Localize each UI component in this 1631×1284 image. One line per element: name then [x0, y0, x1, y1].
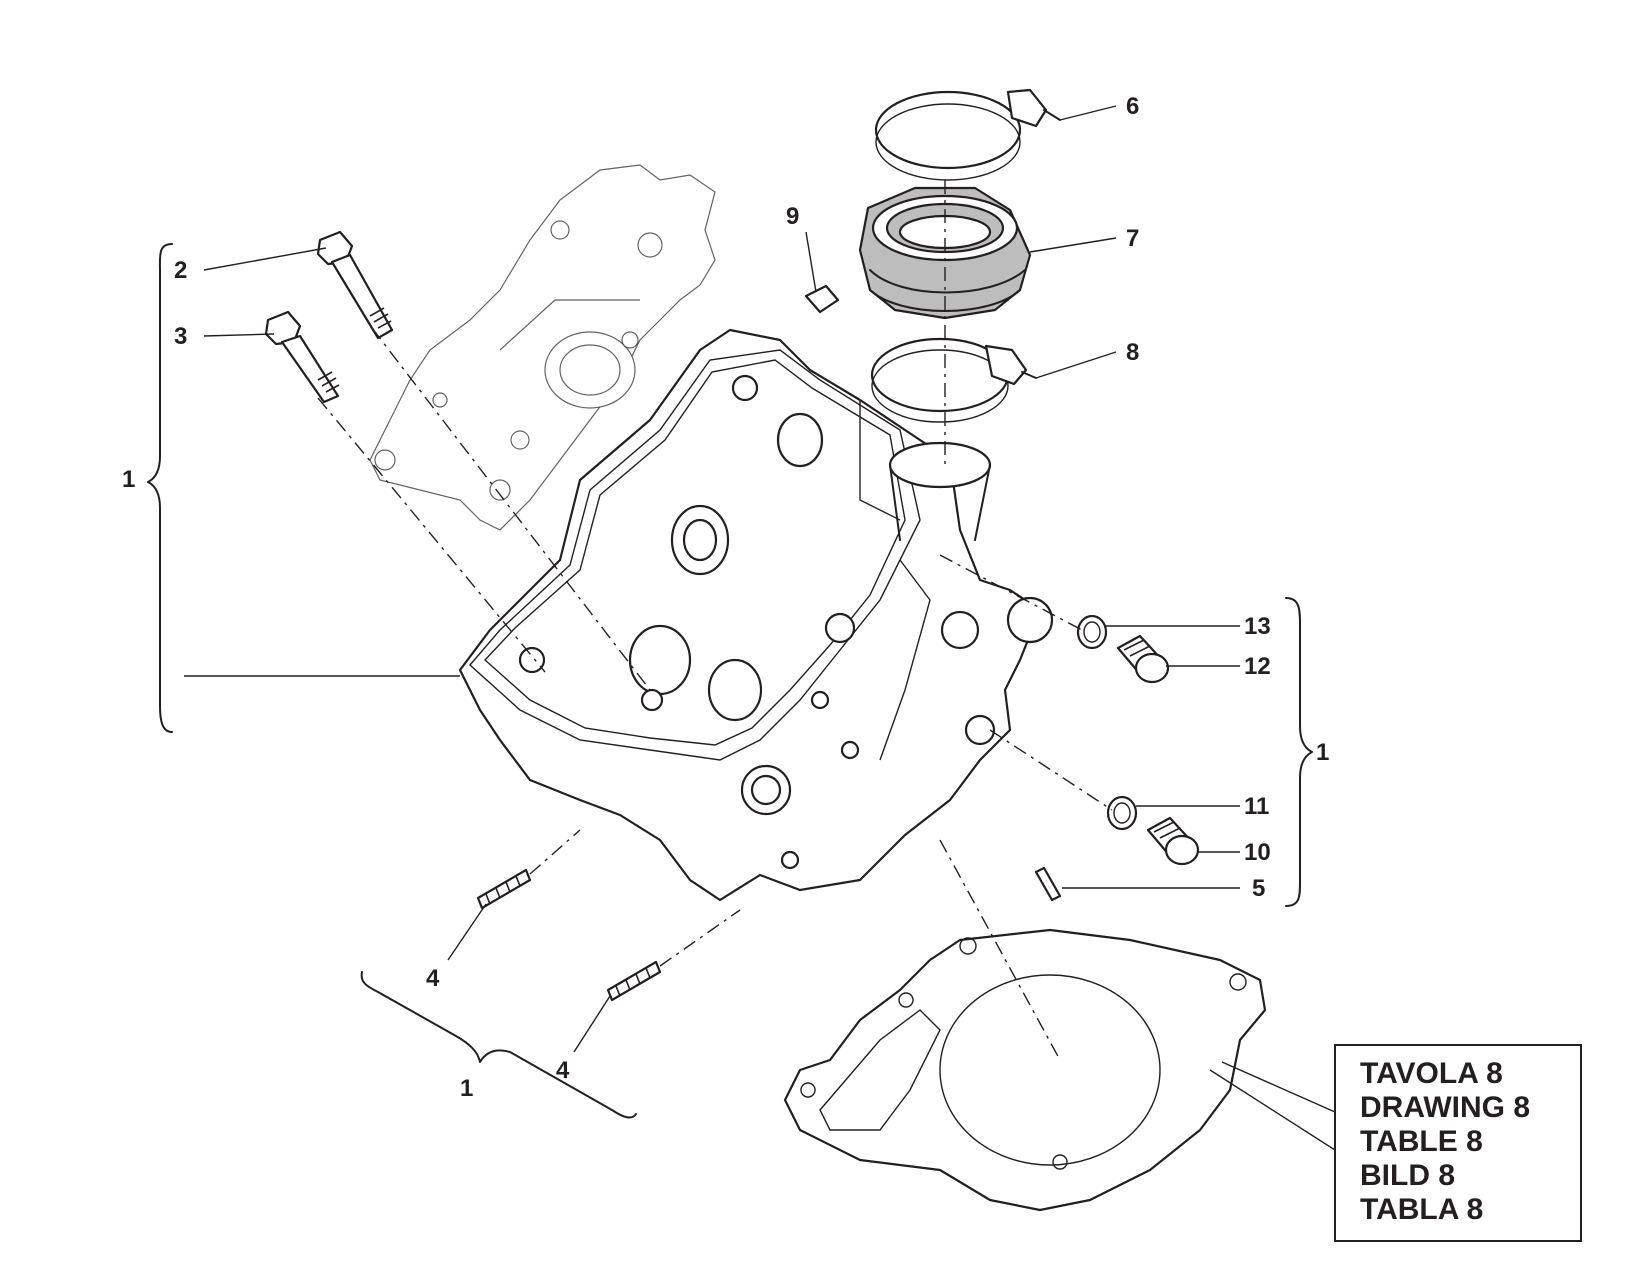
brace-left: [147, 243, 173, 733]
callout-4b: 4: [556, 1057, 570, 1084]
callout-1-right: 1: [1316, 739, 1329, 766]
callout-7: 7: [1126, 225, 1139, 252]
callout-10: 10: [1244, 839, 1271, 866]
callout-12: 12: [1244, 653, 1271, 680]
callout-11: 11: [1244, 793, 1269, 820]
reference-line-2: DRAWING 8: [1360, 1091, 1530, 1124]
callout-labels: 1 2 3 4 4 1 9 6 7 8 13 12 1 11 10 5: [122, 93, 1329, 1102]
callout-4a: 4: [426, 965, 440, 992]
head-gasket-part: [783, 928, 1267, 1212]
hose-clamp-lower-part: [870, 337, 1037, 423]
callout-5: 5: [1252, 875, 1265, 902]
head-cover-part: [369, 164, 716, 531]
bolt-2-part: [316, 230, 394, 340]
leader-lines: [184, 105, 1336, 1151]
reference-line-4: BILD 8: [1360, 1159, 1455, 1192]
reference-line-1: TAVOLA 8: [1360, 1057, 1503, 1090]
callout-1-bottom: 1: [460, 1075, 473, 1102]
stud-4a-part: [476, 868, 532, 910]
brace-bottom: [360, 971, 637, 1119]
hose-clamp-upper-part: [874, 88, 1061, 181]
callout-2: 2: [174, 257, 187, 284]
plug-10-part: [1146, 816, 1200, 866]
pin-5-part: [1034, 866, 1062, 902]
callout-3: 3: [174, 323, 187, 350]
dowel-pin-9-part: [804, 284, 840, 314]
callout-9: 9: [786, 203, 799, 230]
cylinder-head-part: [458, 328, 1054, 902]
brace-right: [1285, 597, 1313, 907]
reference-line-3: TABLE 8: [1360, 1125, 1483, 1158]
reference-box: TAVOLA 8 DRAWING 8 TABLE 8 BILD 8 TABLA …: [1334, 1044, 1582, 1242]
stud-4b-part: [606, 960, 662, 1002]
intake-manifold-part: [858, 186, 1032, 320]
callout-1-left: 1: [122, 466, 135, 493]
assembly-dash-lines: [317, 180, 1113, 1061]
callout-6: 6: [1126, 93, 1139, 120]
callout-13: 13: [1244, 613, 1271, 640]
bolt-3-part: [264, 310, 340, 404]
o-ring-13-part: [1076, 614, 1108, 650]
o-ring-11-part: [1106, 795, 1138, 831]
callout-8: 8: [1126, 339, 1139, 366]
plug-12-part: [1116, 634, 1170, 684]
reference-line-5: TABLA 8: [1360, 1193, 1483, 1226]
